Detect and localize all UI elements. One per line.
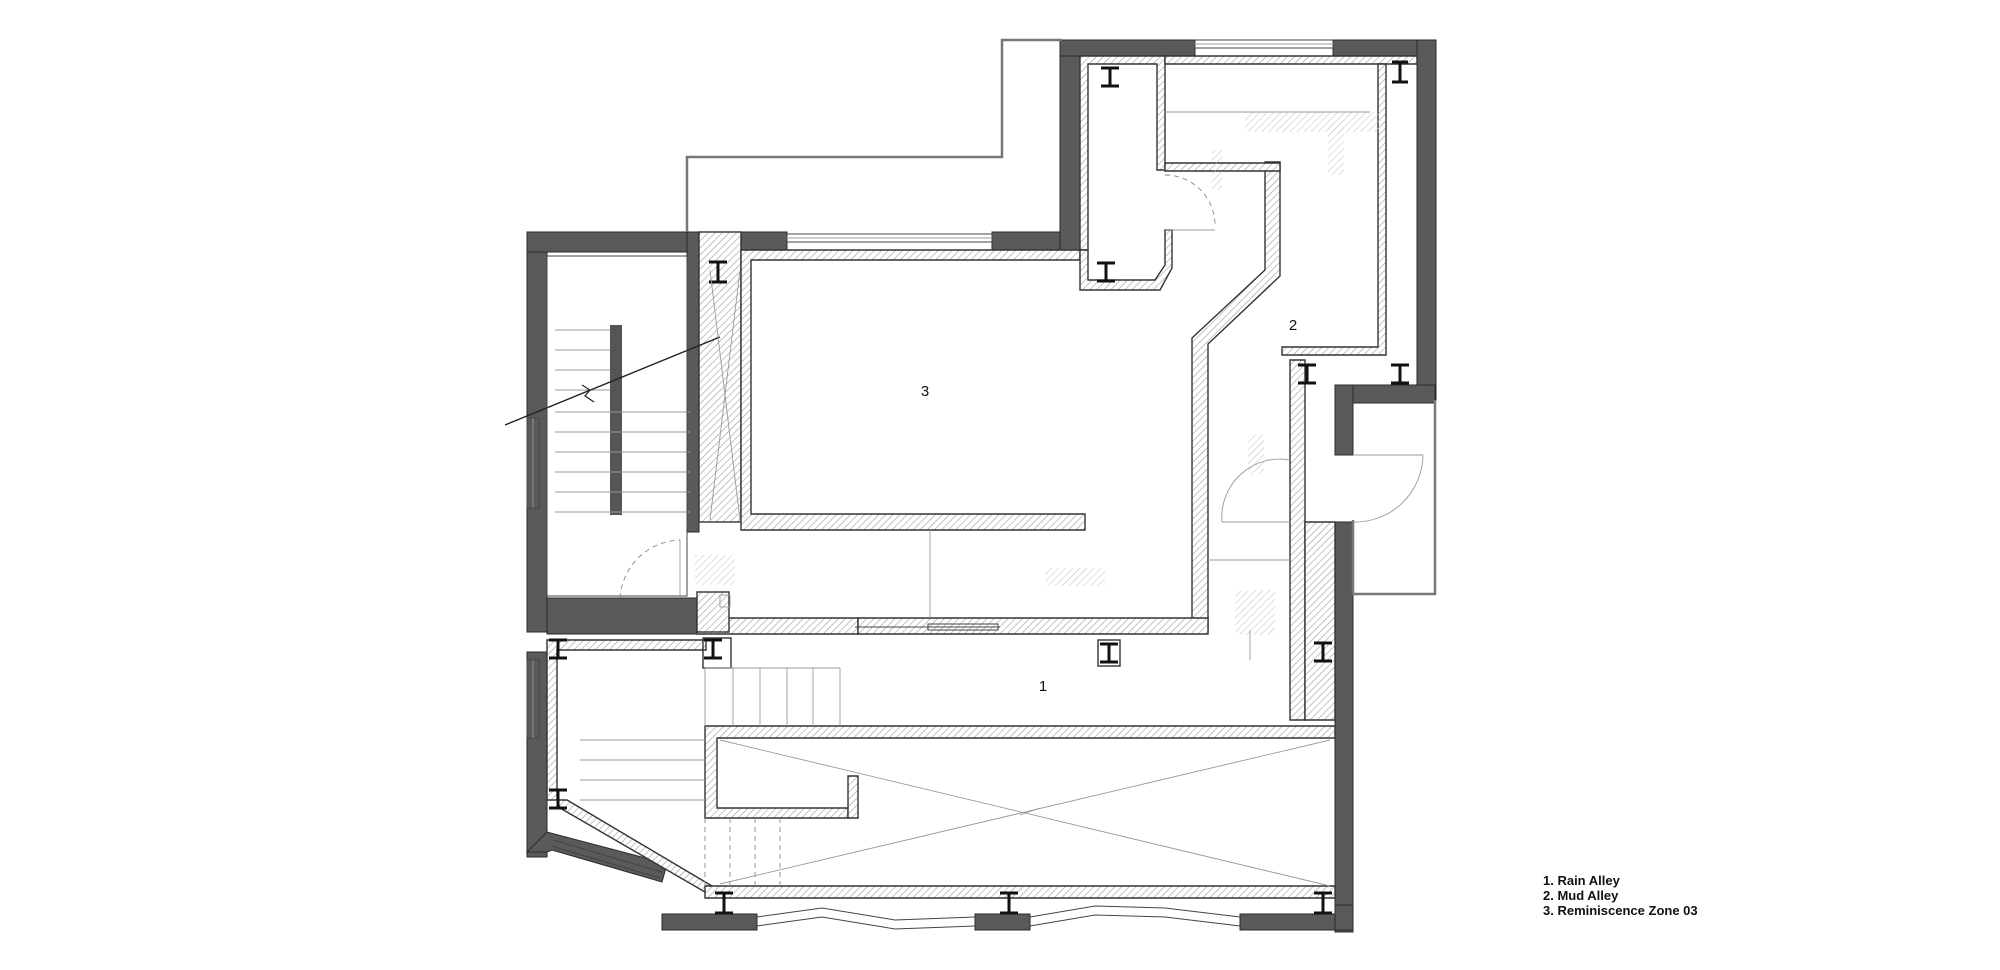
shadow-hatching bbox=[695, 111, 1380, 660]
legend-item-rain-alley: 1. Rain Alley bbox=[1543, 873, 1620, 888]
legend: 1. Rain Alley 2. Mud Alley 3. Reminiscen… bbox=[1543, 873, 1698, 918]
interior-walls bbox=[546, 55, 1418, 899]
doors bbox=[619, 174, 1424, 631]
columns bbox=[549, 60, 1409, 915]
stair-west bbox=[504, 255, 721, 597]
room-number-rain-alley: 1 bbox=[1039, 678, 1047, 695]
terrace-outline bbox=[685, 38, 1437, 596]
void-lines bbox=[709, 269, 1331, 887]
room-number-mud-alley: 2 bbox=[1289, 317, 1297, 334]
legend-item-mud-alley: 2. Mud Alley bbox=[1543, 888, 1619, 903]
stair-south bbox=[580, 667, 841, 886]
exterior-walls bbox=[525, 39, 1437, 933]
room-number-reminiscence-zone: 3 bbox=[921, 383, 929, 400]
windows bbox=[526, 39, 1334, 930]
legend-item-reminiscence-zone: 3. Reminiscence Zone 03 bbox=[1543, 903, 1698, 918]
